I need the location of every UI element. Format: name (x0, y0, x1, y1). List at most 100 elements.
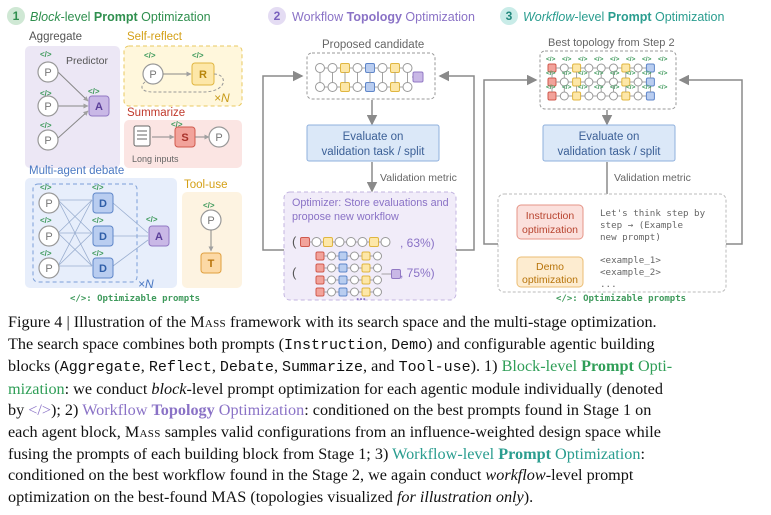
workflow-predictor-node (350, 275, 359, 285)
prompt-tag: </> (40, 50, 52, 59)
stage3-evaluate-box (542, 124, 676, 162)
stage2-evaluate-line1: Evaluate on (343, 131, 404, 143)
self-reflect-label: Self-reflect (127, 31, 183, 43)
instruction-optimization-line2: optimization (522, 224, 578, 236)
instruction-optimization-line1: Instruction (526, 210, 575, 222)
prompt-tag: </> (594, 56, 604, 63)
stage2-header: 2 Workflow Topology Optimization (268, 7, 475, 25)
optimizer-line2: propose new workflow (292, 211, 399, 223)
prompt-tag: </> (92, 183, 104, 192)
stage3-title: Workflow-level Prompt Optimization (523, 10, 724, 24)
open-paren: ( (292, 234, 297, 249)
workflow-predictor-node (377, 63, 388, 73)
workflow-block-node (572, 91, 582, 101)
aggregate-panel: Aggregate Predictor </> </> </> </> P P … (25, 31, 120, 168)
debate-label: Multi-agent debate (29, 165, 124, 177)
predictor-node: P (44, 135, 51, 147)
candidate-score-2: , 75%) (400, 266, 435, 280)
stage1-header: 1 Block-level Prompt Optimization (7, 7, 211, 25)
prompt-tag: </> (578, 56, 588, 63)
prompt-tag: </> (642, 56, 652, 63)
debate-panel: Multi-agent debate P P P D D D </> </> <… (25, 165, 177, 291)
stage2-number: 2 (274, 9, 281, 23)
aggregator-node: A (155, 231, 163, 243)
proposed-workflow-chain (315, 63, 424, 92)
workflow-block-node (315, 287, 325, 297)
prompt-tag: </> (658, 84, 668, 91)
workflow-block-node (338, 287, 348, 297)
demo-optimization-line2: optimization (522, 274, 578, 286)
workflow-block-node (323, 237, 333, 247)
workflow-block-node (338, 275, 348, 285)
caption-line-5: by </>); 2) Workflow Topology Optimizati… (8, 401, 652, 420)
workflow-predictor-node (327, 263, 336, 273)
workflow-predictor-node (357, 237, 368, 247)
stage2-evaluate-line2: validation task / split (322, 146, 426, 158)
stage2-evaluate-box (306, 124, 440, 162)
predictor-node: P (215, 132, 222, 144)
prompt-tag: </> (658, 56, 668, 63)
workflow-predictor-node (315, 63, 325, 73)
workflow-predictor-node (327, 63, 338, 73)
predictor-node: P (44, 101, 51, 113)
figure-diagram: 1 Block-level Prompt Optimization Aggreg… (7, 7, 743, 304)
demo-example-more: ... (600, 279, 617, 290)
prompt-tag: </> (40, 121, 52, 130)
stage3-evaluate-line1: Evaluate on (579, 131, 640, 143)
prompt-tag: </> (578, 84, 588, 91)
workflow-block-node (365, 82, 375, 92)
caption-line-9: optimization on the best-found MAS (topo… (8, 487, 534, 506)
prompt-tag: </> (546, 84, 556, 91)
workflow-block-node (338, 251, 348, 261)
stage3-header: 3 Workflow-level Prompt Optimization (500, 7, 724, 25)
prompt-tag: </> (578, 70, 588, 77)
stage3-evaluate-line2: validation task / split (558, 146, 662, 158)
caption-line-2: The search space combines both prompts (… (8, 334, 655, 354)
prompt-tag: </> (40, 183, 52, 192)
caption-line-3: blocks (Aggregate, Reflect, Debate, Summ… (8, 357, 673, 377)
workflow-predictor-node (633, 91, 643, 101)
workflow-block-node (338, 263, 348, 273)
workflow-block-node (390, 63, 400, 73)
workflow-predictor-node (377, 82, 388, 92)
workflow-predictor-node (373, 287, 382, 297)
stage3-metric-label: Validation metric (614, 172, 691, 184)
proposed-candidate-label: Proposed candidate (322, 39, 424, 51)
prompt-tag: </> (658, 70, 668, 77)
prompt-tag: </> (626, 70, 636, 77)
prompt-tag: </> (203, 201, 215, 210)
workflow-block-node (361, 251, 371, 261)
prompt-tag: </> (40, 89, 52, 98)
workflow-block-node (340, 82, 350, 92)
prompt-tag: </> (626, 84, 636, 91)
open-paren: ( (292, 265, 297, 280)
reflect-node: R (199, 69, 207, 81)
tool-use-label: Tool-use (184, 179, 227, 191)
stage1-footnote: </>: Optimizable prompts (70, 293, 200, 304)
workflow-predictor-node (402, 82, 413, 92)
workflow-block-node (369, 237, 379, 247)
prompt-tag: </> (40, 249, 52, 258)
caption-line-6: each agent block, Mass samples valid con… (8, 422, 661, 441)
workflow-block-node (315, 251, 325, 261)
candidate-workflow-2 (315, 251, 401, 297)
caption-line-4: mization: we conduct block-level prompt … (8, 379, 663, 398)
workflow-block-node (361, 263, 371, 273)
workflow-block-node (412, 71, 424, 83)
prompt-tag: </> (642, 70, 652, 77)
prompt-tags-row: </> </> </> </> </> </> </> </> </> </> </> </> </> <… (546, 56, 668, 91)
prompt-tag: </> (610, 70, 620, 77)
stage2-title: Workflow Topology Optimization (292, 10, 475, 24)
workflow-predictor-node (596, 91, 606, 101)
prompt-tag: </> (610, 84, 620, 91)
stage2-metric-label: Validation metric (380, 172, 457, 184)
prompt-tag: </> (546, 70, 556, 77)
prompt-tag: </> (171, 120, 183, 129)
debate-node: D (99, 263, 107, 275)
prompt-tag: </> (546, 56, 556, 63)
instruction-optimization-box (516, 204, 584, 240)
predictor-node: P (207, 215, 214, 227)
prompt-tag: </> (562, 56, 572, 63)
prompt-tag: </> (146, 215, 158, 224)
stage2-feedback-loop-right (438, 70, 475, 251)
